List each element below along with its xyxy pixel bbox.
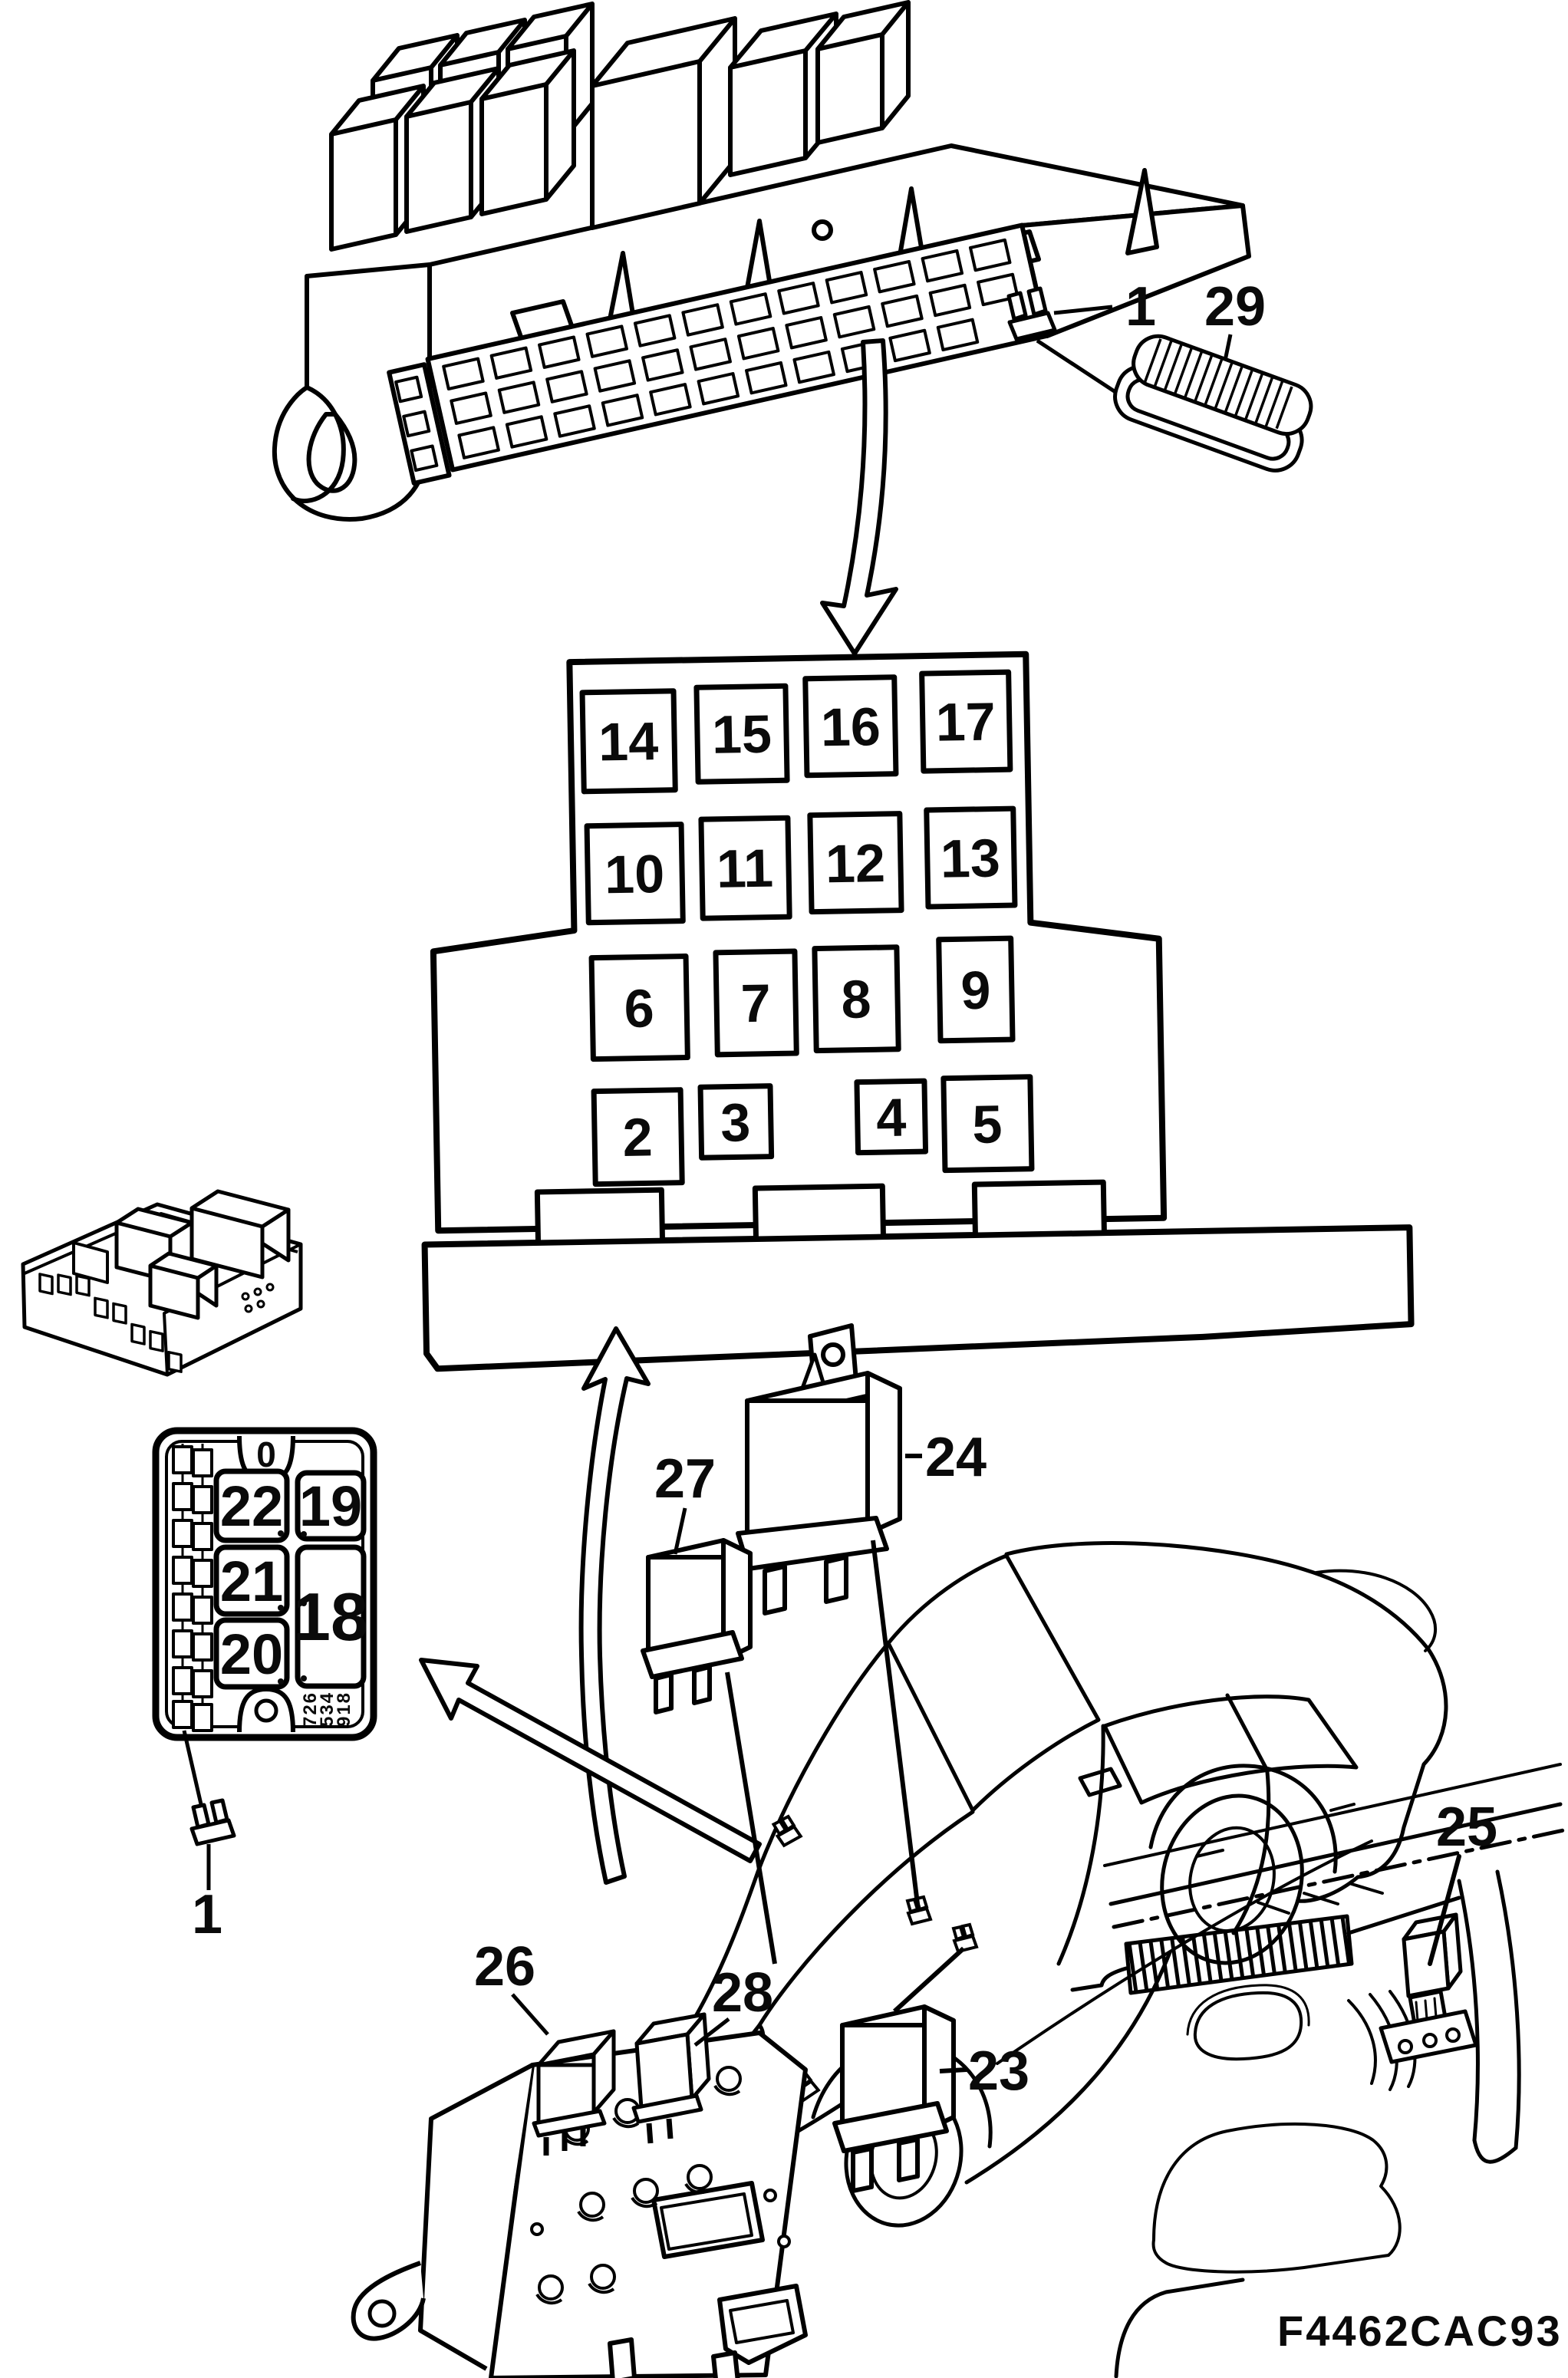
part-number-col: 534 xyxy=(317,1691,338,1727)
relay-24-illustration xyxy=(736,1323,922,1616)
slot-label: 17 xyxy=(935,691,996,752)
slot-label: 2 xyxy=(622,1107,653,1168)
slot-6 xyxy=(588,954,690,1062)
callout-1-bottom: 1 xyxy=(192,1884,222,1945)
panel-slots xyxy=(579,669,1035,1187)
part-number-col: 918 xyxy=(334,1691,354,1727)
slot-label: 10 xyxy=(604,844,665,904)
cell-22 xyxy=(213,1468,290,1543)
slot-label: 3 xyxy=(720,1092,751,1153)
fuse-grille xyxy=(387,222,1049,486)
slot-label: 15 xyxy=(711,704,772,765)
slot-label: 8 xyxy=(841,969,871,1029)
figure-code-right: CAC93 xyxy=(1410,2307,1563,2355)
fuse-cells xyxy=(213,1468,367,1690)
interior-detail-illustration xyxy=(1070,1763,1566,2378)
cell-19 xyxy=(295,1470,367,1542)
slot-label: 11 xyxy=(716,838,773,899)
slot-3 xyxy=(697,1083,775,1161)
slot-label: 14 xyxy=(598,711,659,772)
slot-label: 16 xyxy=(820,697,881,757)
fuse-link-chain xyxy=(172,1444,213,1732)
fuse-panel-zero: 0 xyxy=(256,1434,276,1474)
relay-28-illustration xyxy=(631,2012,711,2144)
retainer-clamp-29 xyxy=(1113,334,1313,473)
relay-26-illustration xyxy=(532,2029,616,2156)
arrow-down-to-panel xyxy=(820,338,898,656)
cell-21 xyxy=(213,1544,290,1617)
slot-16 xyxy=(802,674,899,779)
cell-label-19: 19 xyxy=(299,1474,362,1538)
slot-label: 13 xyxy=(940,828,1000,888)
part-number-col: 726 xyxy=(300,1691,321,1727)
cell-label-20: 20 xyxy=(220,1622,283,1686)
slot-label: 5 xyxy=(972,1094,1003,1154)
callout-24: 24 xyxy=(925,1427,987,1488)
cell-18 xyxy=(295,1544,367,1689)
car-clip xyxy=(952,1923,978,1953)
cell-label-22: 22 xyxy=(220,1474,283,1538)
arrow-up-curved xyxy=(578,1326,651,1885)
main-fusebox-illustration xyxy=(272,0,1251,522)
slot-4 xyxy=(854,1078,929,1156)
clip-1-top xyxy=(1006,286,1141,410)
cell-label-18: 18 xyxy=(293,1579,368,1655)
slot-13 xyxy=(924,805,1018,910)
slot-label: 6 xyxy=(624,978,654,1039)
slot-5 xyxy=(940,1074,1035,1174)
callout-27: 27 xyxy=(654,1448,716,1510)
slot-12 xyxy=(807,811,904,915)
cell-label-21: 21 xyxy=(220,1550,283,1613)
panel-base-rail xyxy=(421,1224,1415,1372)
slot-label: 9 xyxy=(960,960,991,1021)
slot-label: 4 xyxy=(876,1088,907,1148)
callout-1-top: 1 xyxy=(1125,276,1156,338)
callout-26: 26 xyxy=(474,1936,535,1998)
relay-25-illustration xyxy=(1379,1912,1478,2064)
relay-27-illustration xyxy=(641,1538,753,1714)
slot-7 xyxy=(713,948,799,1058)
slot-8 xyxy=(812,944,901,1054)
slot-2 xyxy=(591,1087,685,1187)
slot-15 xyxy=(693,683,790,785)
leader-lines xyxy=(725,1540,966,2014)
slot-14 xyxy=(579,688,678,795)
slot-label: 12 xyxy=(825,833,885,894)
callout-23: 23 xyxy=(968,2040,1029,2102)
relay-carrier-panel: 14 15 16 17 10 11 12 13 6 7 8 9 2 3 4 5 xyxy=(421,650,1415,1372)
slot-label: 7 xyxy=(740,973,771,1034)
callout-25: 25 xyxy=(1436,1797,1497,1858)
callout-29: 29 xyxy=(1204,276,1266,338)
relay-23-illustration xyxy=(832,2004,967,2193)
coil-spring xyxy=(1124,1914,1354,1995)
relay-box-small-illustration xyxy=(21,1189,303,1377)
bracket-arm xyxy=(272,262,432,522)
slot-17 xyxy=(919,669,1013,774)
cell-20 xyxy=(213,1617,290,1690)
figure-code-left: F4462 xyxy=(1277,2307,1411,2355)
clip-1-bottom xyxy=(182,1730,236,1890)
callout-28: 28 xyxy=(712,1962,773,2024)
slot-11 xyxy=(698,815,792,921)
fuse-panel-illustration xyxy=(152,1427,377,1741)
slot-10 xyxy=(584,822,686,926)
slot-9 xyxy=(936,935,1016,1044)
car-clip xyxy=(771,1813,804,1849)
